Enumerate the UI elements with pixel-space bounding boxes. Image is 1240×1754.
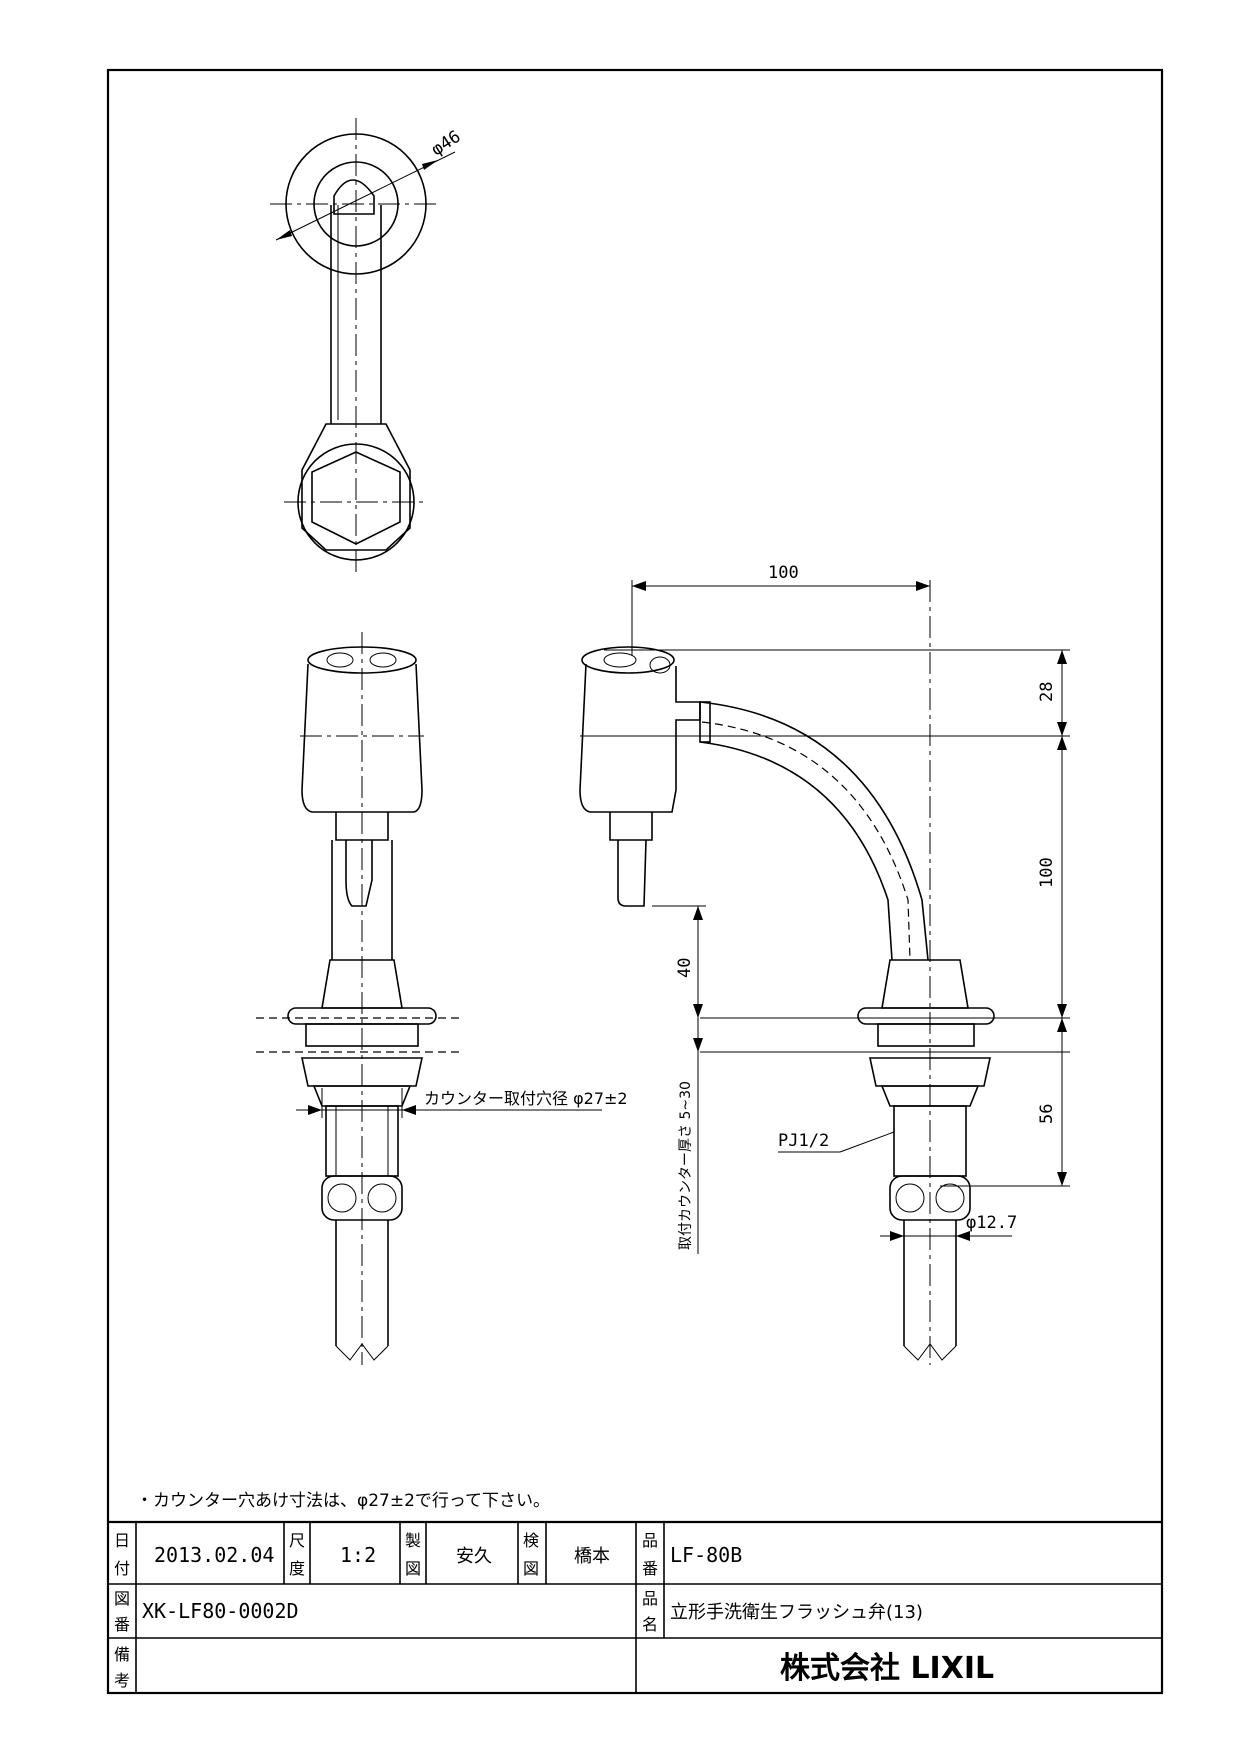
top-view: φ46 <box>270 118 464 572</box>
top-diameter-label: φ46 <box>428 127 465 161</box>
thread-label: PJ1/2 <box>778 1131 829 1151</box>
checked-by: 橋本 <box>574 1546 610 1567</box>
drilling-note: ・カウンター穴あけ寸法は、φ27±2で行って下さい。 <box>136 1491 550 1511</box>
part-number: LF-80B <box>670 1543 742 1567</box>
scale-label-2: 度 <box>289 1559 305 1578</box>
drawing-border <box>106 68 1164 1695</box>
pipe-diameter-label: φ12.7 <box>966 1213 1017 1233</box>
scale-value: 1:2 <box>340 1543 376 1567</box>
drawing-number-label: 図 <box>114 1589 130 1608</box>
part-number-label-2: 番 <box>642 1559 658 1578</box>
part-number-label: 品 <box>642 1531 658 1550</box>
date-value: 2013.02.04 <box>154 1543 274 1567</box>
scale-label: 尺 <box>289 1531 305 1550</box>
date-label-2: 付 <box>114 1559 130 1578</box>
front-view: カウンター取付穴径 φ27±2 <box>256 632 628 1365</box>
drawn-label: 製 <box>405 1531 421 1550</box>
drawn-by: 安久 <box>456 1546 492 1567</box>
product-name: 立形手洗衛生フラッシュ弁(13) <box>670 1602 923 1623</box>
dim-top-height: 28 <box>1037 682 1057 702</box>
date-label: 日 <box>114 1531 130 1550</box>
drawing-number: XK-LF80-0002D <box>142 1599 299 1623</box>
product-name-label: 品 <box>642 1589 658 1608</box>
drawing-number-label-2: 番 <box>114 1615 130 1634</box>
company-name: 株式会社 LIXIL <box>780 1651 994 1686</box>
dim-spout-height: 40 <box>675 958 695 978</box>
dim-mid-height: 100 <box>1037 857 1057 888</box>
dim-bottom-height: 56 <box>1037 1104 1057 1124</box>
checked-label: 検 <box>523 1531 539 1550</box>
checked-label-2: 図 <box>523 1559 539 1578</box>
drawn-label-2: 図 <box>405 1559 421 1578</box>
remarks-label: 備 <box>114 1645 130 1664</box>
side-view: 100 28 100 56 40 取付カウンター厚さ 5~30 PJ1/2 φ1… <box>579 563 1070 1365</box>
product-name-label-2: 名 <box>642 1615 658 1634</box>
counter-hole-label: カウンター取付穴径 φ27±2 <box>424 1089 628 1108</box>
counter-thickness-label: 取付カウンター厚さ 5~30 <box>678 1081 694 1250</box>
remarks-label-2: 考 <box>114 1671 130 1690</box>
title-block: 日 付 2013.02.04 尺 度 1:2 製 図 安久 検 図 橋本 品 番… <box>108 1520 1162 1693</box>
dim-width: 100 <box>768 563 799 583</box>
